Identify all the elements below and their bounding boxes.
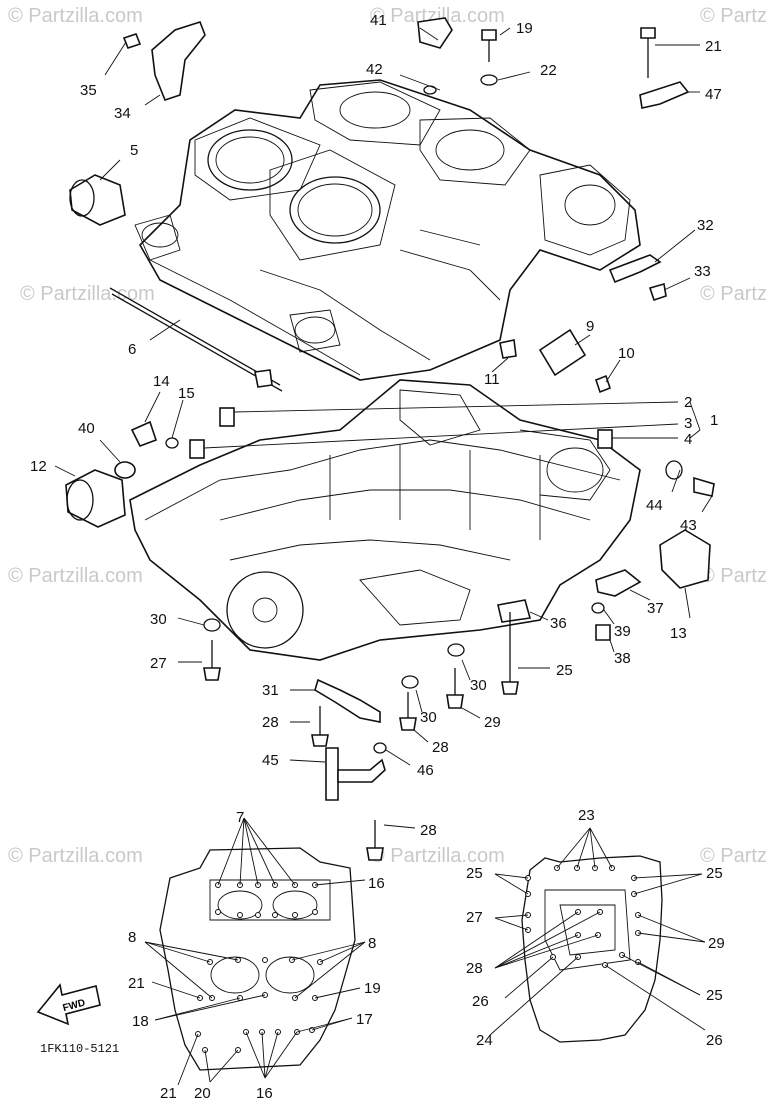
callout-45: 45 [262,752,279,769]
callout-9: 9 [586,318,594,335]
fwd-arrow-icon: FWD [36,983,101,1026]
callout-19: 19 [516,20,533,37]
callout-28: 28 [420,822,437,839]
callout-2: 2 [684,394,692,411]
callout-7: 7 [236,809,244,826]
callout-34: 34 [114,105,131,122]
callout-10: 10 [618,345,635,362]
callout-30: 30 [470,677,487,694]
callout-21: 21 [160,1085,177,1102]
callout-38: 38 [614,650,631,667]
callout-12: 12 [30,458,47,475]
callout-43: 43 [680,517,697,534]
callout-47: 47 [705,86,722,103]
callout-13: 13 [670,625,687,642]
callout-28: 28 [466,960,483,977]
callout-24: 24 [476,1032,493,1049]
leader-lines [54,27,713,829]
drawing-code: 1FK110-5121 [40,1042,119,1056]
callout-25: 25 [556,662,573,679]
callout-14: 14 [153,373,170,390]
watermark-text: © Partzilla.com [370,845,505,867]
callout-18: 18 [132,1013,149,1030]
callout-28: 28 [432,739,449,756]
callout-41: 41 [370,12,387,29]
callout-22: 22 [540,62,557,79]
watermark-text: © Partzilla.com [8,845,143,867]
callout-39: 39 [614,623,631,640]
callout-16: 16 [256,1085,273,1102]
watermark-text: © Partzilla.com [8,565,143,587]
callout-36: 36 [550,615,567,632]
callout-42: 42 [366,61,383,78]
callout-29: 29 [484,714,501,731]
part-callouts: 41 19 21 42 22 47 35 34 5 32 33 6 9 10 1… [30,12,725,1102]
lower-crankcase [129,379,641,661]
callout-44: 44 [646,497,663,514]
watermark-text: © Partzilla.com [700,5,768,27]
bolt-pattern-left [144,817,366,1086]
watermark-text: © Partzilla.com [700,565,768,587]
callout-21: 21 [705,38,722,55]
watermark-text: © Partzilla.com [700,845,768,867]
callout-30: 30 [420,709,437,726]
callout-5: 5 [130,142,138,159]
bolt-dots [525,865,641,968]
callout-31: 31 [262,682,279,699]
callout-28: 28 [262,714,279,731]
watermark-text: © Partzilla.com [700,283,768,305]
callout-3: 3 [684,415,692,432]
callout-8: 8 [128,929,136,946]
callout-25: 25 [706,987,723,1004]
callout-6: 6 [128,341,136,358]
bolt-pattern-right-leaders [489,827,706,1036]
callout-29: 29 [708,935,725,952]
callout-30: 30 [150,611,167,628]
callout-16: 16 [368,875,385,892]
callout-37: 37 [647,600,664,617]
callout-32: 32 [697,217,714,234]
callout-26: 26 [472,993,489,1010]
callout-8: 8 [368,935,376,952]
callout-25: 25 [706,865,723,882]
callout-46: 46 [417,762,434,779]
callout-15: 15 [178,385,195,402]
upper-crankcase [134,79,641,381]
callout-11: 11 [484,371,500,388]
callout-1: 1 [710,412,718,429]
callout-4: 4 [684,431,692,448]
callout-19: 19 [364,980,381,997]
watermark-text: © Partzilla.com [370,5,505,27]
callout-17: 17 [356,1011,373,1028]
callout-40: 40 [78,420,95,437]
callout-33: 33 [694,263,711,280]
callout-35: 35 [80,82,97,99]
callout-20: 20 [194,1085,211,1102]
callout-23: 23 [578,807,595,824]
bolt-dots [195,882,323,1053]
bolt-pattern-left-leaders [144,817,366,1086]
callout-25: 25 [466,865,483,882]
bolt-pattern-right [489,827,706,1043]
callout-27: 27 [466,909,483,926]
callout-21: 21 [128,975,145,992]
watermark-text: © Partzilla.com [8,5,143,27]
callout-27: 27 [150,655,167,672]
callout-26: 26 [706,1032,723,1049]
